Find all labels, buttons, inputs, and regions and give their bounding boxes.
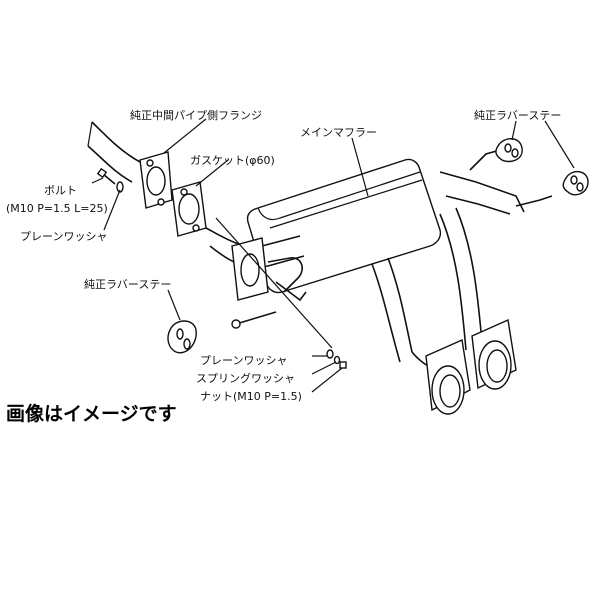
rubber-stay-right-upper <box>495 138 523 163</box>
flange-plate <box>139 151 173 209</box>
exhaust-tip-right <box>471 318 517 390</box>
plain-washer-left <box>116 181 124 193</box>
label-bolt-spec: (M10 P=1.5 L=25) <box>6 202 108 215</box>
label-gasket: ガスケット(φ60) <box>190 154 275 167</box>
hanger-rod-left <box>231 311 277 329</box>
label-flange: 純正中間パイプ側フランジ <box>130 109 262 122</box>
label-rubber-stay-right: 純正ラバーステー <box>474 109 561 122</box>
label-plain-washer-left: プレーンワッシャ <box>20 230 107 243</box>
rubber-stay-right-lower <box>562 171 589 196</box>
tail-pipes <box>371 207 483 373</box>
gasket <box>171 181 207 237</box>
plain-washer-bottom <box>326 349 334 359</box>
main-muffler <box>246 158 442 294</box>
label-rubber-stay-left: 純正ラバーステー <box>84 278 171 291</box>
label-spring-washer: スプリングワッシャ <box>196 371 295 385</box>
nut <box>339 361 347 369</box>
exhaust-tip-left <box>425 338 471 415</box>
leader-lines <box>91 118 575 393</box>
intermediate-pipe <box>87 121 141 183</box>
label-plain-washer-bottom: プレーンワッシャ <box>200 354 287 367</box>
bolt <box>96 167 116 185</box>
label-nut: ナット(M10 P=1.5) <box>200 390 302 403</box>
rubber-stay-left <box>167 320 197 354</box>
label-main-muffler: メインマフラー <box>300 126 377 139</box>
label-bolt: ボルト <box>44 184 77 197</box>
rear-pipe-right <box>439 149 553 215</box>
image-notice: 画像はイメージです <box>6 402 177 425</box>
inlet-pipe <box>205 227 307 302</box>
